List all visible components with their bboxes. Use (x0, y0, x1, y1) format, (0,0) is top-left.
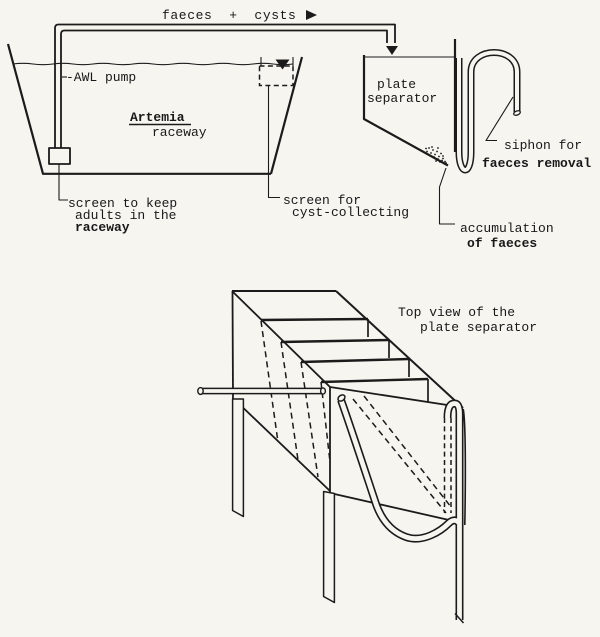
pump-label: -AWL pump (66, 70, 136, 85)
raceway-left-wall-and-bottom (6, 43, 271, 175)
inlet-pipe (197, 386, 327, 396)
plate-top-edge (260, 317, 369, 322)
siphon-tube-bore (457, 50, 519, 172)
accumulation-leader (438, 167, 455, 225)
left-face-bottom-edge (233, 398, 331, 492)
right-end-edge (462, 408, 467, 526)
left-screen-label-line2: adults in the (75, 208, 176, 223)
faeces-removal-siphon (455, 49, 521, 174)
hidden-siphon-dashed (352, 395, 452, 514)
siphon-open-end (513, 110, 521, 116)
hidden-plate-edge (300, 361, 319, 478)
inlet-pipe-end-cap (319, 387, 327, 395)
siphon-label-line2: faeces removal (482, 156, 591, 171)
discharge-tube-bore (445, 401, 462, 620)
top-view-caption-line1: Top view of the (398, 305, 515, 320)
box-far-rim (335, 290, 464, 409)
cyst-screen-box (258, 65, 294, 87)
plate-top-edge (280, 338, 390, 344)
stand-leg (322, 490, 336, 604)
artemia-raceway-outline (6, 43, 304, 175)
raceway-separator-diagram: faeces + cysts -AWL pump Artemia raceway… (6, 8, 591, 251)
separator-label-line2: separator (367, 91, 437, 106)
right-screen-label-line1: screen for (283, 193, 361, 208)
discharge-tube-cut (454, 612, 465, 624)
raceway-name-line1: Artemia (130, 110, 185, 125)
flow-label: faeces + cysts (162, 8, 296, 23)
front-top-edge (329, 386, 458, 408)
separator-left-wall (362, 55, 449, 167)
siphon-label-leader (485, 96, 514, 142)
adult-screen-box (48, 147, 71, 165)
hidden-plate-edge (280, 341, 299, 461)
siphon-label-line1: siphon for (504, 138, 582, 153)
screen-marker-icon (275, 59, 290, 70)
stand-leg (231, 398, 245, 518)
outlet-arrow-icon (386, 46, 398, 55)
raceway-right-wall (269, 56, 304, 175)
faeces-stipple (425, 146, 447, 165)
cyst-screen (258, 57, 294, 199)
plate-top-edge (300, 357, 410, 364)
discharge-siphon (337, 394, 465, 624)
siphon-intake-mouth (337, 394, 346, 402)
separator-plates (260, 317, 429, 478)
inlet-pipe-body (200, 388, 323, 394)
awl-pump-pipe (54, 23, 398, 148)
inlet-pipe-end-cap (197, 386, 204, 396)
hidden-plate-edge (260, 320, 279, 443)
accumulation-label-line2: of faeces (467, 236, 537, 251)
stand-legs (231, 398, 336, 604)
plate-separator-vessel (362, 39, 457, 167)
right-screen-label-line2: cyst-collecting (292, 205, 409, 220)
left-screen-label-line1: screen to keep (68, 196, 177, 211)
adult-screen-leader (58, 164, 68, 201)
front-bottom-edge (329, 492, 450, 521)
raceway-name-line2: raceway (152, 125, 207, 140)
left-screen-label-line3: raceway (75, 220, 130, 235)
pipe-inner-line (60, 29, 388, 148)
top-view-caption-line2: plate separator (420, 320, 537, 335)
box-near-rim (231, 290, 331, 388)
plate-top-edge (320, 377, 429, 384)
pipe-outer-line (54, 23, 396, 148)
adult-screen (48, 147, 71, 201)
u-bend-bore (338, 399, 461, 541)
hidden-siphon-line (363, 395, 452, 508)
box-left-edge (231, 290, 234, 400)
separator-box-outline (231, 290, 467, 526)
separator-label-line1: plate (377, 77, 416, 92)
hidden-plate-edge (320, 381, 331, 463)
raceway-waterline (12, 62, 294, 66)
plate-separator-3d: Top view of the plate separator (197, 290, 537, 624)
hidden-siphon-line (352, 398, 447, 514)
flow-arrow-icon (306, 10, 317, 20)
accumulation-label-line1: accumulation (460, 221, 554, 236)
cyst-screen-leader (267, 85, 280, 199)
